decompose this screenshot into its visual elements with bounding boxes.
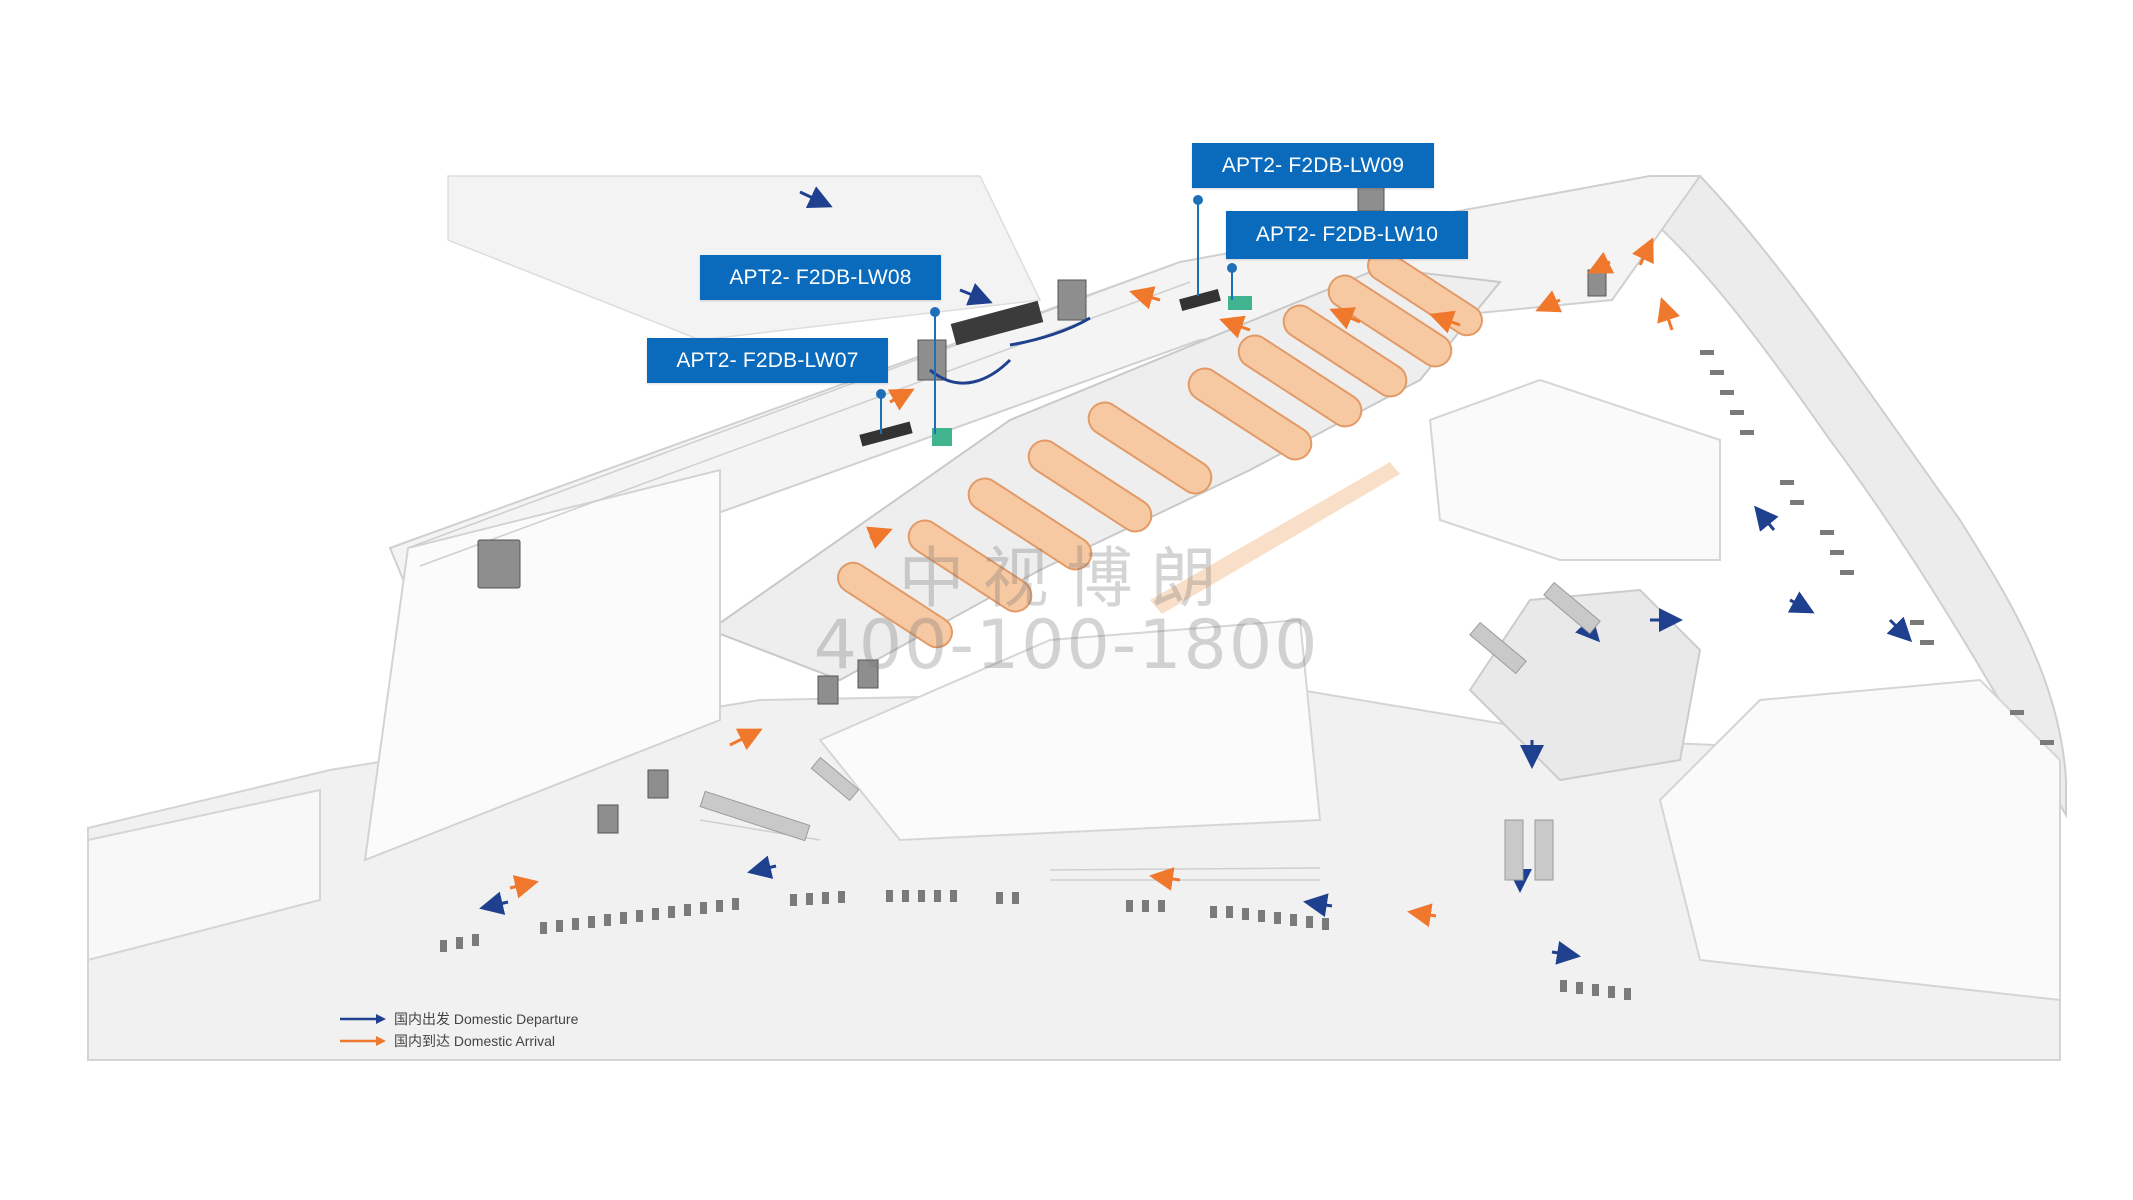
left-lower-wing (87, 788, 321, 962)
carousel-5 (1087, 401, 1213, 495)
leader-line-lw07 (880, 394, 882, 434)
escalator (1543, 581, 1601, 635)
legend-departure-label: 国内出发 Domestic Departure (394, 1011, 579, 1027)
kiosk (597, 804, 619, 834)
legend-arrival-label: 国内到达 Domestic Arrival (394, 1033, 556, 1049)
leader-line-lw09 (1197, 200, 1199, 296)
ad-panel-lw09 (1179, 289, 1221, 311)
legend-arrival: 国内到达 Domestic Arrival (340, 1030, 578, 1052)
carousel-1 (837, 561, 953, 649)
callout-lw07: APT2- F2DB-LW07 (647, 338, 888, 383)
callout-lw09: APT2- F2DB-LW09 (1192, 143, 1434, 188)
kiosk (477, 539, 521, 589)
leader-dot-lw10 (1227, 263, 1237, 273)
carousel-3 (967, 477, 1093, 571)
escalator (1534, 819, 1554, 881)
carousel-9 (1327, 274, 1453, 368)
kiosk (817, 675, 839, 705)
center-block (818, 618, 1322, 842)
escalator (699, 790, 811, 842)
departure-arrow-icon (340, 1014, 386, 1024)
leader-dot-lw09 (1193, 195, 1203, 205)
leader-dot-lw08 (930, 307, 940, 317)
counter (950, 300, 1044, 346)
curved-roadway (1638, 174, 2067, 819)
callout-lw10: APT2- F2DB-LW10 (1226, 211, 1468, 259)
kiosk (917, 339, 947, 381)
escalator (810, 756, 860, 802)
arrival-arrow-icon (340, 1036, 386, 1046)
kiosk (647, 769, 669, 799)
ad-panel-lw10 (1228, 296, 1252, 310)
right-plaza (1468, 588, 1702, 782)
ad-panel-lw07 (859, 421, 913, 447)
kiosk (1357, 184, 1385, 212)
carousel-8 (1282, 304, 1408, 398)
callout-lw08: APT2- F2DB-LW08 (700, 255, 941, 300)
right-block (1428, 378, 1721, 561)
right-lower-block (1658, 678, 2061, 1002)
carousel-7 (1237, 334, 1363, 428)
escalator (1469, 621, 1527, 675)
kiosk (857, 659, 879, 689)
kiosk (1587, 269, 1607, 297)
leader-line-lw08 (934, 312, 936, 434)
escalator (1504, 819, 1524, 881)
left-block (363, 468, 721, 862)
carousel-2 (907, 519, 1033, 613)
leader-dot-lw07 (876, 389, 886, 399)
legend-departure: 国内出发 Domestic Departure (340, 1008, 578, 1030)
kiosk (1057, 279, 1087, 321)
leader-line-lw10 (1231, 268, 1233, 300)
legend: 国内出发 Domestic Departure 国内到达 Domestic Ar… (340, 1008, 578, 1052)
carousel-4 (1027, 439, 1153, 533)
highlight-walkway (1150, 462, 1400, 614)
ad-panel-lw08 (932, 428, 952, 446)
carousel-6 (1187, 367, 1313, 461)
